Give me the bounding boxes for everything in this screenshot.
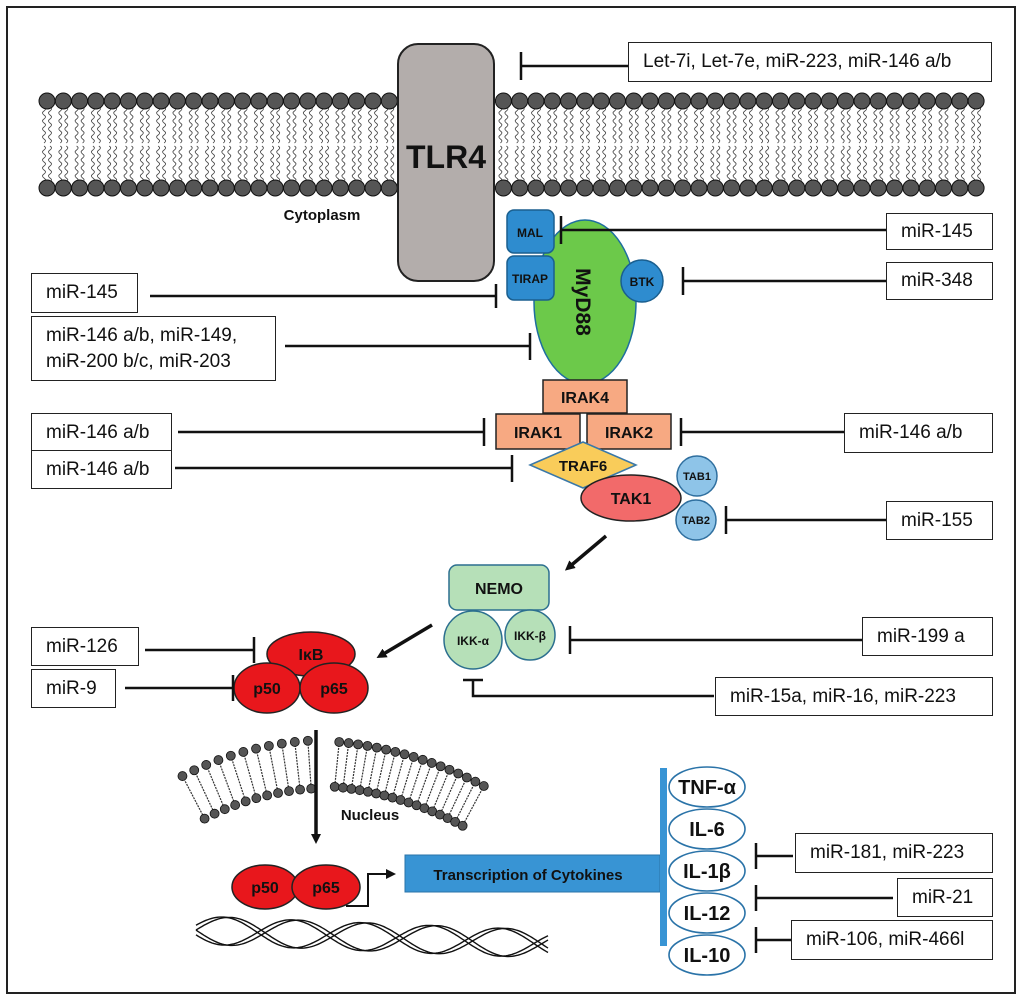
cytokine-tnf-alpha-label: TNF-α <box>678 777 737 799</box>
cytokine-il-12-label: IL-12 <box>684 903 731 925</box>
mirna-box-il12: miR-21 <box>897 878 993 917</box>
tab1-label: TAB1 <box>683 471 711 483</box>
mirna-box-ikk-alpha: miR-15a, miR-16, miR-223 <box>715 677 993 716</box>
ikk-beta <box>504 609 556 661</box>
p50-label: p50 <box>253 681 281 698</box>
ikk-alpha <box>443 610 503 670</box>
inhibition-il1b <box>754 843 793 869</box>
nucleus-label: Nucleus <box>341 807 399 824</box>
inhibition-tlr4 <box>519 52 628 80</box>
btk-label: BTK <box>630 275 655 289</box>
tirap <box>506 255 555 301</box>
mirna-box-btk: miR-348 <box>886 262 993 300</box>
irak4 <box>542 379 628 414</box>
inhibition-ikk-alpha <box>463 678 714 698</box>
irak2 <box>586 413 672 450</box>
mirna-box-mal: miR-145 <box>886 213 993 250</box>
dna-helix <box>195 916 549 958</box>
transcription-of-cytokines-box <box>404 854 661 893</box>
tab2-label: TAB2 <box>682 515 710 527</box>
p65-nuclear <box>291 864 361 910</box>
tlr4-label: TLR4 <box>406 139 486 175</box>
figure-frame <box>6 6 1016 994</box>
p65-nuclear-label: p65 <box>312 880 340 897</box>
ikk-alpha-label: IKK-α <box>457 634 490 648</box>
irak1-label: IRAK1 <box>514 425 562 442</box>
mirna-box-il1b: miR-181, miR-223 <box>795 833 993 873</box>
cytokine-il-1b: IL-1β <box>668 850 746 892</box>
ikk-beta-label: IKK-β <box>514 629 546 643</box>
mirna-box-tirap: miR-145 <box>31 273 138 313</box>
inhibition-tirap <box>150 284 498 308</box>
inhibition-lines <box>125 52 893 953</box>
mal <box>506 209 555 254</box>
mirna-box-tlr4: Let-7i, Let-7e, miR-223, miR-146 a/b <box>628 42 992 82</box>
tlr4-receptor <box>397 43 495 282</box>
mal-label: MAL <box>517 226 543 240</box>
cytokine-il-10-label: IL-10 <box>684 945 731 967</box>
traf6-label: TRAF6 <box>559 458 607 475</box>
mirna-box-myd88: miR-146 a/b, miR-149, miR-200 b/c, miR-2… <box>31 316 276 381</box>
plasma-membrane <box>38 92 985 197</box>
inhibition-ikk-beta <box>568 626 862 654</box>
inhibition-il12 <box>754 885 893 911</box>
mirna-box-il10: miR-106, miR-466l <box>791 920 993 960</box>
nemo <box>448 564 550 611</box>
tak1 <box>580 474 682 522</box>
tab1 <box>676 455 718 497</box>
inhibition-irak1 <box>178 418 486 446</box>
mirna-box-p50: miR-9 <box>31 669 116 708</box>
tak1-label: TAK1 <box>611 491 652 508</box>
myd88-label: MyD88 <box>571 268 594 336</box>
inhibition-ikb <box>145 637 256 663</box>
cytokine-il-10: IL-10 <box>668 934 746 976</box>
p65-label: p65 <box>320 681 348 698</box>
irak2-label: IRAK2 <box>605 425 653 442</box>
mirna-box-ikk-beta: miR-199 a <box>862 617 993 656</box>
p65-cytoplasmic <box>299 662 369 714</box>
inhibition-irak2 <box>679 418 844 446</box>
inhibition-mal <box>559 216 886 244</box>
cytokine-il-12: IL-12 <box>668 892 746 934</box>
mirna-box-tab2: miR-155 <box>886 501 993 540</box>
btk <box>620 259 664 303</box>
inhibition-tab2 <box>724 506 886 534</box>
cytoplasm-label: Cytoplasm <box>284 207 361 224</box>
irak1 <box>495 413 581 450</box>
cytokine-il-1b-label: IL-1β <box>683 861 731 883</box>
mirna-box-ikb: miR-126 <box>31 627 139 666</box>
cytokine-il-6-label: IL-6 <box>689 819 725 841</box>
cytokine-bar <box>660 768 667 946</box>
transcription-label: Transcription of Cytokines <box>433 867 622 884</box>
irak4-label: IRAK4 <box>561 390 609 407</box>
mirna-box-irak2: miR-146 a/b <box>844 413 993 453</box>
p50-nuclear-label: p50 <box>251 880 279 897</box>
inhibition-traf6 <box>175 455 514 482</box>
cytokine-tnf-alpha: TNF-α <box>668 766 746 808</box>
ikb-label: IκB <box>299 647 324 664</box>
mirna-box-traf6: miR-146 a/b <box>31 450 172 489</box>
activation-arrow-ikk-ikb <box>376 623 433 659</box>
mirna-box-irak1: miR-146 a/b <box>31 413 172 453</box>
inhibition-il10 <box>754 927 791 953</box>
inhibition-p50 <box>125 675 235 701</box>
inhibition-myd88 <box>285 333 532 360</box>
transcription-arrow <box>346 869 396 907</box>
nemo-label: NEMO <box>475 581 523 598</box>
inhibition-btk <box>681 267 886 295</box>
nuclear-membrane <box>177 735 489 831</box>
tirap-label: TIRAP <box>512 272 548 286</box>
cytokine-il-6: IL-6 <box>668 808 746 850</box>
activation-arrow-tak1-nemo <box>564 534 608 571</box>
tab2 <box>675 499 717 541</box>
